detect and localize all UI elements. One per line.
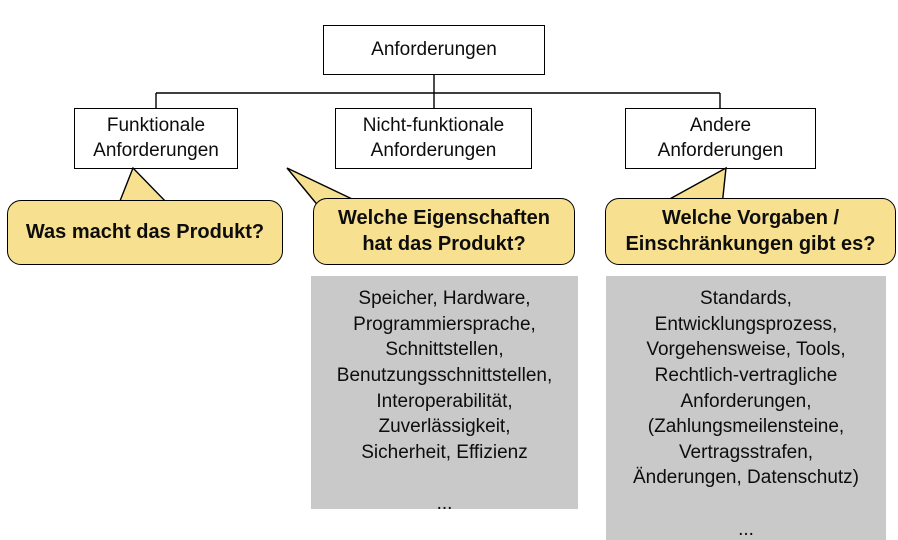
node-nicht-funktionale-anforderungen: Nicht-funktionale Anforderungen bbox=[335, 108, 532, 169]
node-andere-anforderungen: Andere Anforderungen bbox=[625, 108, 816, 169]
callout-functional-body: Was macht das Produkt? bbox=[7, 200, 283, 265]
node-anforderungen: Anforderungen bbox=[323, 25, 545, 75]
callout-nonfunctional-body: Welche Eigenschaften hat das Produkt? bbox=[313, 198, 575, 265]
node-funktionale-anforderungen: Funktionale Anforderungen bbox=[74, 108, 238, 169]
callout-nonfunctional-label: Welche Eigenschaften hat das Produkt? bbox=[338, 207, 550, 255]
node-nicht-funktionale-anforderungen-label: Nicht-funktionale Anforderungen bbox=[362, 115, 505, 161]
node-andere-anforderungen-label: Andere Anforderungen bbox=[657, 115, 784, 161]
callout-functional-label: Was macht das Produkt? bbox=[25, 220, 265, 243]
panel-other-examples: Standards, Entwicklungsprozess, Vorgehen… bbox=[606, 276, 886, 540]
callout-other-body: Welche Vorgaben / Einschränkungen gibt e… bbox=[605, 198, 896, 265]
panel-nonfunctional-examples: Speicher, Hardware, Programmiersprache, … bbox=[311, 276, 578, 514]
node-anforderungen-label: Anforderungen bbox=[371, 38, 497, 60]
callout-other-label: Welche Vorgaben / Einschränkungen gibt e… bbox=[625, 207, 876, 255]
node-funktionale-anforderungen-label: Funktionale Anforderungen bbox=[93, 115, 219, 161]
